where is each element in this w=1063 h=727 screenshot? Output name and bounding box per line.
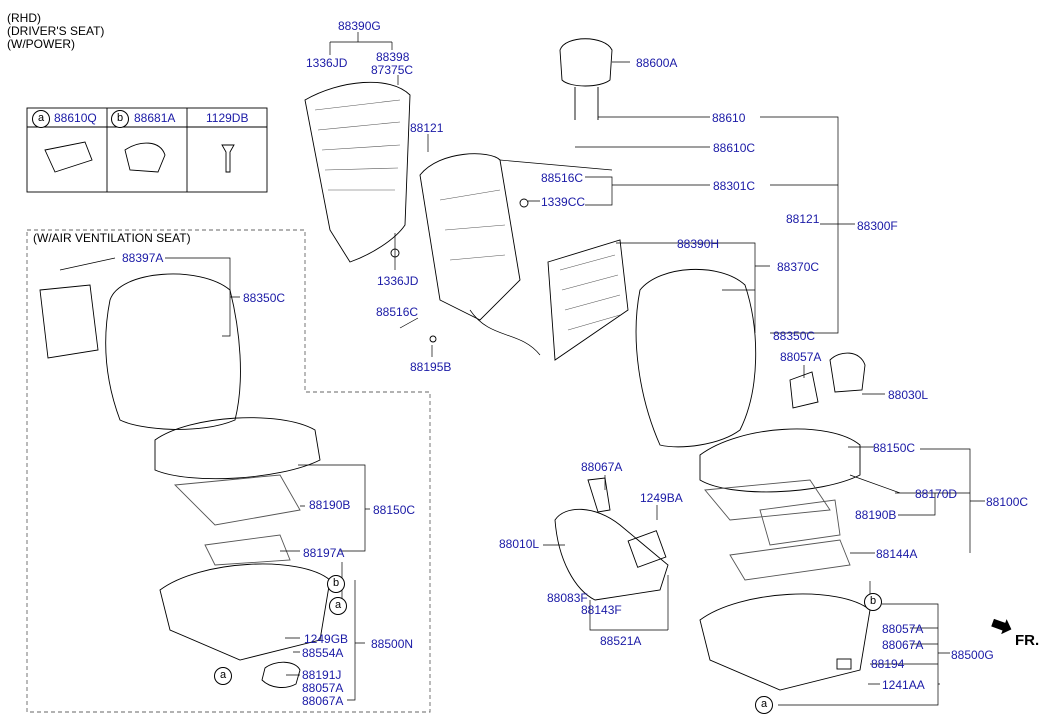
part-label[interactable]: 1241AA: [882, 678, 925, 692]
part-label[interactable]: 88390H: [677, 237, 720, 251]
part-label[interactable]: 1249BA: [640, 491, 683, 505]
seat-frame-shape: [419, 153, 521, 321]
ventilation-seat-frame: [26, 229, 431, 713]
seat-cushion-left: [154, 417, 321, 480]
part-label[interactable]: 87375C: [371, 63, 414, 77]
part-label[interactable]: 88150C: [873, 441, 916, 455]
lumbar-pad-shape: [547, 239, 629, 361]
front-label: FR.: [1015, 632, 1040, 649]
part-label[interactable]: 88057A: [302, 681, 344, 695]
part-label[interactable]: 1336JD: [306, 56, 348, 70]
part-label[interactable]: 88100C: [986, 495, 1029, 509]
part-label[interactable]: 88350C: [773, 329, 816, 343]
part-label[interactable]: 88067A: [302, 694, 344, 708]
part-label[interactable]: 88057A: [780, 350, 822, 364]
part-label[interactable]: 1336JD: [377, 274, 419, 288]
part-label[interactable]: 88554A: [302, 646, 344, 660]
part-label[interactable]: 88191J: [302, 668, 342, 682]
part-label[interactable]: 88190B: [309, 498, 351, 512]
part-label[interactable]: 88390G: [338, 19, 381, 33]
table-part-1129DB[interactable]: 1129DB: [206, 111, 249, 125]
seatback-cushion-right: [635, 269, 757, 448]
header-line-1: (RHD): [7, 11, 41, 25]
part-label[interactable]: 88370C: [777, 260, 820, 274]
seat-rail-right: [699, 593, 871, 691]
parts-table-border: [26, 107, 268, 193]
part-label[interactable]: 88030L: [888, 388, 929, 402]
part-label[interactable]: 88197A: [303, 546, 345, 560]
part-label[interactable]: 88521A: [600, 634, 642, 648]
part-label[interactable]: 88610C: [713, 141, 756, 155]
part-label[interactable]: 88057A: [882, 622, 924, 636]
table-marker-a: a: [32, 110, 50, 128]
table-part-88610Q[interactable]: 88610Q: [54, 111, 97, 125]
part-label[interactable]: 1339CC: [541, 195, 586, 209]
part-label[interactable]: 88398: [376, 50, 410, 64]
vent-blower-shape: [39, 284, 99, 359]
side-cover-shape: [554, 508, 669, 601]
part-label[interactable]: 88397A: [122, 251, 164, 265]
part-label[interactable]: 1249GB: [304, 632, 349, 646]
part-label[interactable]: 88300F: [857, 219, 898, 233]
marker-b: b: [864, 593, 882, 611]
leader-lines: [59, 32, 985, 706]
header-line-3: (W/POWER): [7, 37, 75, 51]
part-label[interactable]: 88190B: [855, 508, 897, 522]
part-label[interactable]: 88516C: [541, 171, 584, 185]
seat-cushion-right: [699, 428, 861, 493]
front-arrow-icon: [991, 618, 1012, 634]
part-label[interactable]: 88150C: [373, 503, 416, 517]
part-label[interactable]: 88301C: [713, 179, 756, 193]
header-line-2: (DRIVER'S SEAT): [7, 24, 105, 38]
part-label[interactable]: 88143F: [581, 603, 622, 617]
part-label[interactable]: 88194: [871, 657, 905, 671]
marker-a: a: [214, 667, 232, 685]
table-marker-b: b: [111, 110, 129, 128]
part-label[interactable]: 88600A: [636, 56, 678, 70]
part-label[interactable]: 88121: [786, 212, 820, 226]
part-label[interactable]: 88144A: [876, 547, 918, 561]
part-label[interactable]: 88121: [410, 121, 444, 135]
seatback-frame-shape: [304, 81, 411, 263]
seatback-cushion-left: [105, 273, 241, 430]
part-label[interactable]: 88010L: [499, 537, 540, 551]
part-label[interactable]: 88083F: [547, 591, 588, 605]
table-part-88681A[interactable]: 88681A: [134, 111, 176, 125]
part-label[interactable]: 88516C: [376, 305, 419, 319]
part-label[interactable]: 88067A: [581, 460, 623, 474]
part-label[interactable]: 88195B: [410, 360, 452, 374]
part-label[interactable]: 88067A: [882, 638, 924, 652]
marker-a: a: [755, 696, 773, 714]
part-label[interactable]: 88610: [712, 111, 746, 125]
marker-a: a: [329, 597, 347, 615]
headrest-shape: [559, 38, 613, 87]
part-label[interactable]: 88500N: [371, 637, 414, 651]
part-label[interactable]: 88350C: [243, 291, 286, 305]
part-label[interactable]: 88500G: [951, 648, 994, 662]
seat-rail-left: [159, 563, 331, 661]
ventilation-seat-label: (W/AIR VENTILATION SEAT): [33, 231, 191, 245]
marker-b: b: [327, 575, 345, 593]
part-label[interactable]: 88170D: [915, 487, 958, 501]
